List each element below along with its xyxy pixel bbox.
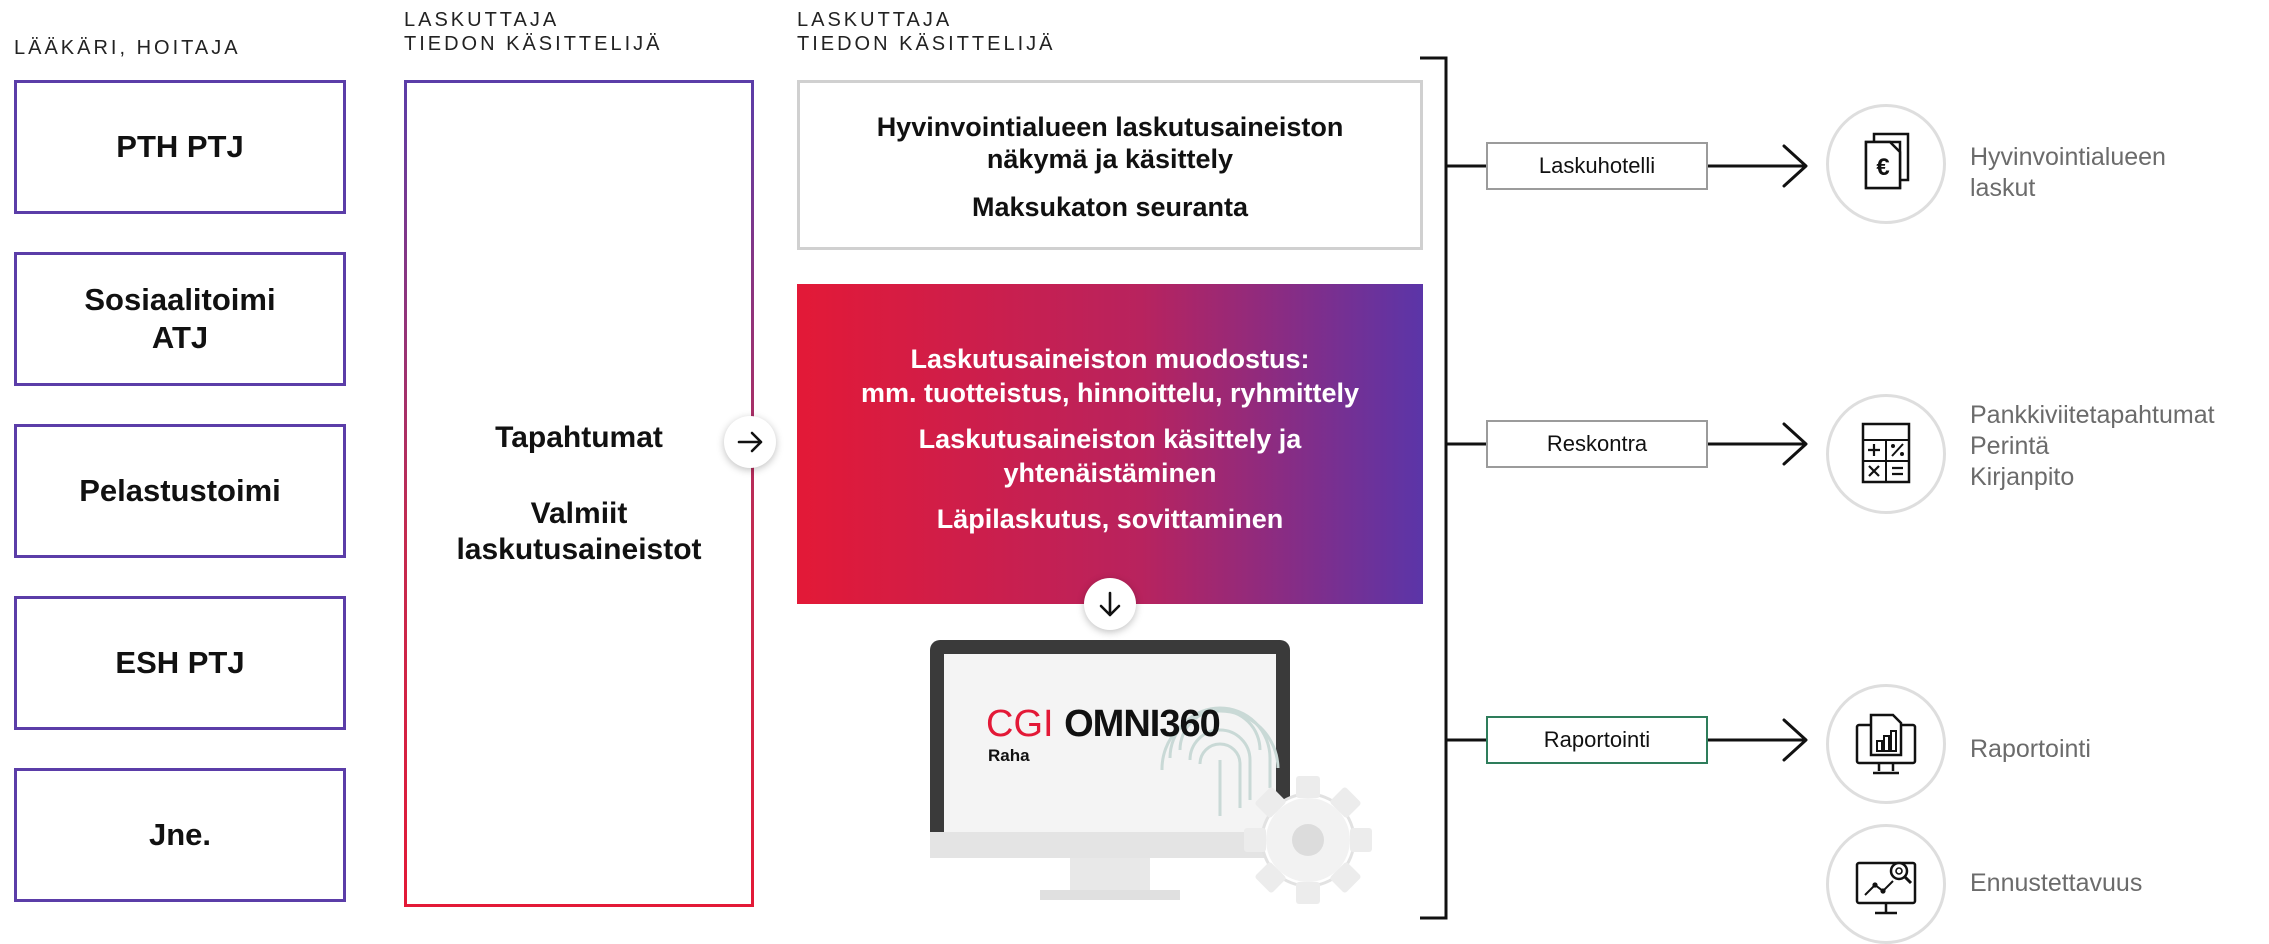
header-biller-1: LASKUTTAJA TIEDON KÄSITTELIJÄ bbox=[404, 9, 663, 55]
euro-document-icon: € bbox=[1826, 104, 1946, 224]
events-label: Tapahtumat bbox=[495, 421, 663, 454]
svg-text:€: € bbox=[1876, 154, 1889, 181]
source-box-esh-ptj: ESH PTJ bbox=[14, 596, 346, 730]
welfare-area-box: Hyvinvointialueen laskutusaineiston näky… bbox=[797, 80, 1423, 250]
source-box-pth-ptj: PTH PTJ bbox=[14, 80, 346, 214]
tag-laskuhotelli: Laskuhotelli bbox=[1486, 142, 1708, 190]
flow-arrow-down-icon bbox=[1084, 578, 1136, 630]
source-box-pelastustoimi: Pelastustoimi bbox=[14, 424, 346, 558]
monitor-illustration: CGI OMNI360 Raha bbox=[930, 640, 1380, 910]
omni-sub: Raha bbox=[988, 746, 1030, 765]
output-label-ledger: Pankkiviitetapahtumat Perintä Kirjanpito bbox=[1970, 401, 2215, 491]
omni-logo: CGI OMNI360 bbox=[986, 703, 1221, 745]
events-container bbox=[404, 80, 754, 907]
flow-arrow-right-icon bbox=[724, 416, 776, 468]
source-box-jne: Jne. bbox=[14, 768, 346, 902]
tag-raportointi: Raportointi bbox=[1486, 716, 1708, 764]
billing-process-box: Laskutusaineiston muodostus: mm. tuottei… bbox=[797, 284, 1423, 604]
calculator-icon bbox=[1826, 394, 1946, 514]
output-bracket bbox=[1420, 56, 1486, 920]
arrow-right-icon bbox=[1708, 144, 1808, 188]
output-label-forecasting: Ennustettavuus bbox=[1970, 869, 2143, 897]
header-biller-2: LASKUTTAJA TIEDON KÄSITTELIJÄ bbox=[797, 9, 1056, 55]
report-monitor-icon bbox=[1826, 684, 1946, 804]
arrow-right-icon bbox=[1708, 718, 1808, 762]
tag-reskontra: Reskontra bbox=[1486, 420, 1708, 468]
output-label-reporting: Raportointi bbox=[1970, 735, 2091, 763]
ready-materials-label: Valmiit laskutusaineistot bbox=[456, 497, 702, 566]
output-label-invoices: Hyvinvointialueen laskut bbox=[1970, 143, 2166, 202]
monitor-icon bbox=[930, 640, 1372, 904]
header-clinicians: LÄÄKÄRI, HOITAJA bbox=[14, 37, 241, 59]
source-box-sosiaalitoimi: Sosiaalitoimi ATJ bbox=[14, 252, 346, 386]
gear-icon bbox=[1244, 776, 1372, 904]
forecast-chart-icon bbox=[1826, 824, 1946, 944]
arrow-right-icon bbox=[1708, 422, 1808, 466]
